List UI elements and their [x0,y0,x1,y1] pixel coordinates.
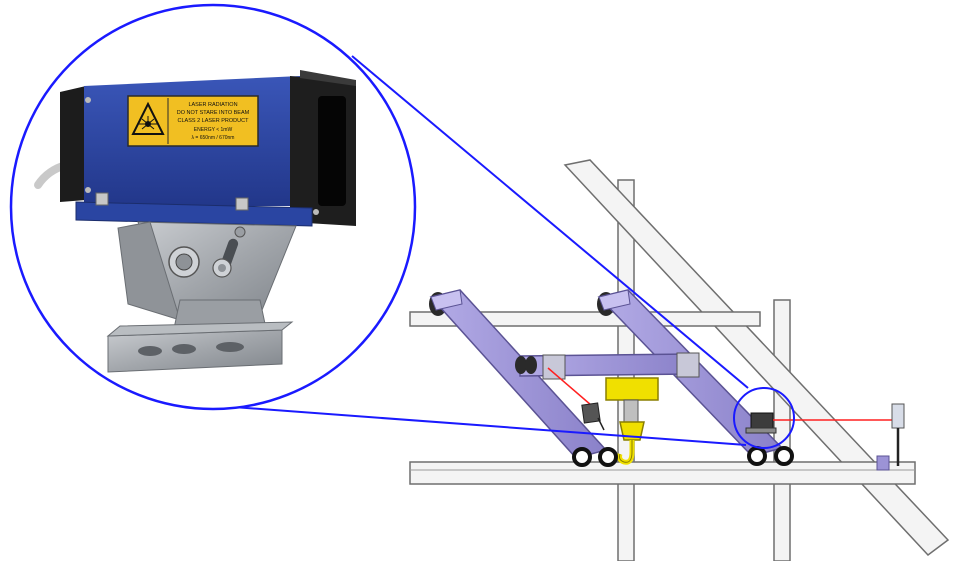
lens-window [318,96,346,206]
laser-warning-icon [131,101,165,135]
sensor-photo: LASER RADIATION DO NOT STARE INTO BEAM C… [11,5,415,409]
zoom-circle [9,3,417,411]
label-line-3: CLASS 2 LASER PRODUCT [178,118,250,124]
laser-warning-label: LASER RADIATION DO NOT STARE INTO BEAM C… [127,95,259,147]
ground-wheels [572,446,794,467]
bracket-foot [107,329,283,373]
label-line-5: λ = 650nm / 670nm [192,135,235,141]
steel-structure [409,159,950,561]
hoist [605,377,659,465]
label-line-1: LASER RADIATION [188,102,237,108]
lower-rail [409,461,916,485]
label-line-4: ENERGY < 1mW [194,127,233,133]
zoom-callout [219,55,795,449]
right-laser-sensor [745,412,777,434]
crane-assembly [429,289,905,471]
left-laser-sensor [581,402,601,424]
sensor-base-plate [75,201,313,227]
callout-target-circle [733,387,795,449]
laser-beam-left [547,367,592,406]
label-line-2: DO NOT STARE INTO BEAM [177,110,250,116]
mounting-bracket [106,221,297,373]
upper-rail [409,311,761,327]
diagonal-brace [563,159,950,557]
reflector [876,403,905,471]
